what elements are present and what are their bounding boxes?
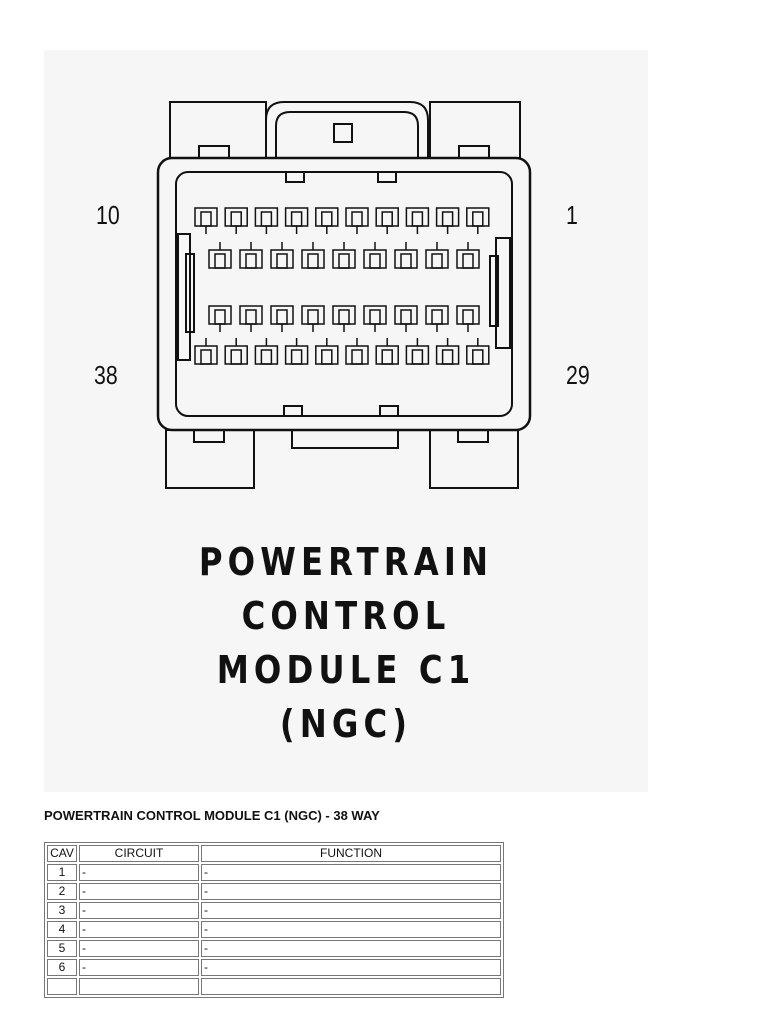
table-row: 6 - - xyxy=(47,959,501,976)
terminal-cavity xyxy=(466,338,490,365)
terminal-cavity xyxy=(405,207,430,234)
table-row: 1 - - xyxy=(47,864,501,881)
circuit-cell: - xyxy=(79,940,199,957)
caption-line-4: (NGC) xyxy=(279,702,413,746)
terminal-cavity xyxy=(345,338,369,365)
terminal-cavity xyxy=(425,242,449,269)
table-row xyxy=(47,978,501,995)
terminal-cavity xyxy=(284,207,309,234)
terminal-cavity xyxy=(315,338,339,365)
terminal-cavity xyxy=(194,338,218,365)
document-heading: POWERTRAIN CONTROL MODULE C1 (NGC) - 38 … xyxy=(44,808,380,823)
terminal-cavity xyxy=(254,338,279,365)
function-cell: - xyxy=(201,864,501,881)
cav-cell: 1 xyxy=(47,864,77,881)
top-right-latch xyxy=(429,101,521,159)
cav-cell: 3 xyxy=(47,902,77,919)
terminal-cavity xyxy=(425,305,449,332)
pin-label-29: 29 xyxy=(566,360,590,390)
terminal-cavity xyxy=(301,305,325,332)
terminal-cavity xyxy=(466,207,490,234)
function-cell: - xyxy=(201,902,501,919)
terminal-cavity xyxy=(394,305,418,332)
terminal-cavity xyxy=(208,305,232,332)
terminal-cavity xyxy=(270,305,294,332)
terminal-cavity xyxy=(224,338,248,365)
table-row: 2 - - xyxy=(47,883,501,900)
connector-face xyxy=(175,171,513,417)
cav-cell xyxy=(47,978,77,995)
table-row: 4 - - xyxy=(47,921,501,938)
terminal-cavity xyxy=(456,242,480,269)
bottom-right-latch xyxy=(429,429,519,489)
terminal-cavity xyxy=(194,207,218,234)
function-cell: - xyxy=(201,940,501,957)
connector-diagram xyxy=(156,101,532,489)
terminal-cavity xyxy=(332,305,356,332)
terminal-cavity xyxy=(435,338,460,365)
table-row: 3 - - xyxy=(47,902,501,919)
cav-cell: 2 xyxy=(47,883,77,900)
cav-cell: 4 xyxy=(47,921,77,938)
header-circuit: CIRCUIT xyxy=(79,845,199,862)
table-header-row: CAV CIRCUIT FUNCTION xyxy=(47,845,501,862)
caption-line-1: POWERTRAIN xyxy=(198,540,494,584)
terminal-cavity xyxy=(239,305,263,332)
terminal-cavity xyxy=(363,242,387,269)
terminal-cavity xyxy=(456,305,480,332)
terminal-cavity xyxy=(345,207,369,234)
terminal-cavity xyxy=(363,305,387,332)
pin-label-1: 1 xyxy=(566,200,578,230)
circuit-cell: - xyxy=(79,959,199,976)
header-function: FUNCTION xyxy=(201,845,501,862)
top-left-latch xyxy=(169,101,267,159)
circuit-cell: - xyxy=(79,883,199,900)
function-cell: - xyxy=(201,883,501,900)
terminal-cavity xyxy=(332,242,356,269)
connector-body xyxy=(156,156,532,432)
terminal-cavity xyxy=(284,338,309,365)
connector-figure: 10 1 38 29 POWERTRAIN CONTROL MODULE C1 … xyxy=(44,50,648,792)
bottom-left-latch xyxy=(165,429,255,489)
pin-label-38: 38 xyxy=(94,360,118,390)
function-cell: - xyxy=(201,959,501,976)
terminal-cavity xyxy=(254,207,279,234)
circuit-cell: - xyxy=(79,864,199,881)
terminal-cavity xyxy=(239,242,263,269)
terminal-cavity xyxy=(224,207,248,234)
function-cell xyxy=(201,978,501,995)
terminal-cavity xyxy=(405,338,430,365)
terminal-cavity xyxy=(315,207,339,234)
circuit-cell: - xyxy=(79,921,199,938)
function-cell: - xyxy=(201,921,501,938)
terminal-cavity xyxy=(394,242,418,269)
cavity-table: CAV CIRCUIT FUNCTION 1 - - 2 - - 3 - - 4… xyxy=(44,842,504,998)
terminal-cavity xyxy=(375,207,399,234)
top-handle xyxy=(265,101,429,158)
header-cav: CAV xyxy=(47,845,77,862)
terminal-cavity xyxy=(301,242,325,269)
cav-cell: 6 xyxy=(47,959,77,976)
table-row: 5 - - xyxy=(47,940,501,957)
terminal-cavity xyxy=(208,242,232,269)
terminal-cavity xyxy=(435,207,460,234)
caption-line-2: CONTROL xyxy=(241,594,451,638)
pin-label-10: 10 xyxy=(96,200,120,230)
circuit-cell: - xyxy=(79,902,199,919)
caption-line-3: MODULE C1 xyxy=(216,648,476,692)
circuit-cell xyxy=(79,978,199,995)
terminal-cavity xyxy=(270,242,294,269)
terminal-cavity xyxy=(375,338,399,365)
cav-cell: 5 xyxy=(47,940,77,957)
